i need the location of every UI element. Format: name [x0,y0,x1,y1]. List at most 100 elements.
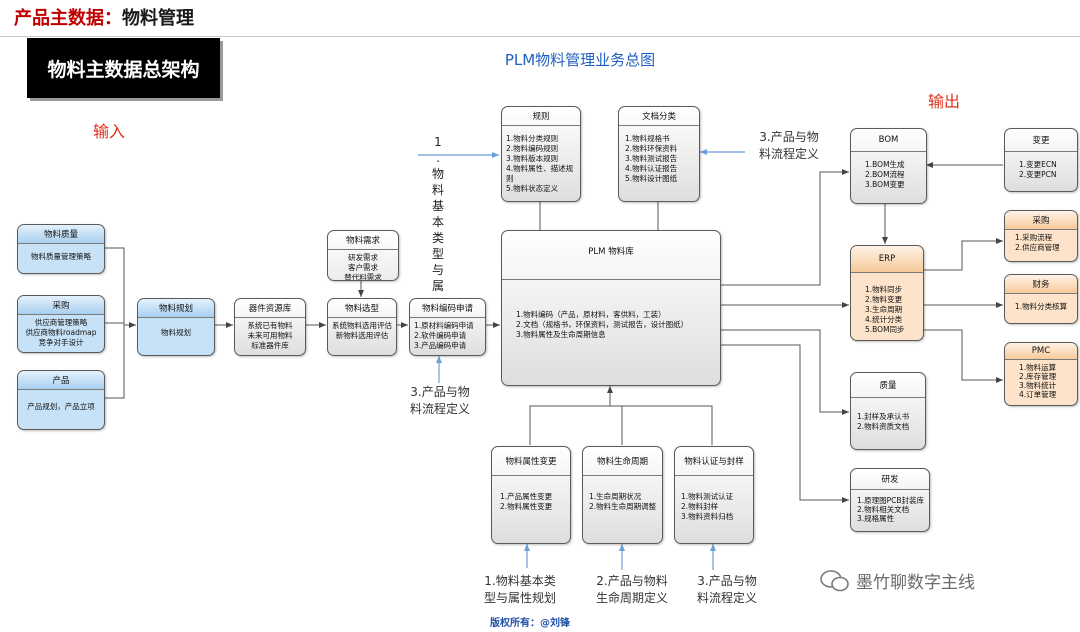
box-line: 1.生命周期状况 [589,492,642,501]
box-line: 4.物料属性、描述规则 [506,164,574,183]
annotation-code-below: 3.产品与物 料流程定义 [396,384,484,418]
lifecycle-box: 物料生命周期 1.生命周期状况 2.物料生命周期调整 [582,446,663,544]
box-line: 5.物料状态定义 [506,184,559,193]
annotation-line: 3.产品与物 [759,130,819,144]
box-line: 1.物料测试认证 [681,492,734,501]
box-title: 财务 [1005,275,1077,294]
box-line: 1.物料分类规则 [506,134,559,143]
attr-change-box: 物料属性变更 1.产品属性变更 2.物料属性变更 [491,446,571,544]
box-line: 3.产品编码申请 [414,341,467,350]
purchase-output-box: 采购 1.采购流程 2.供应商管理 [1004,210,1078,262]
demand-box: 物料需求 研发需求 客户需求 替代料需求 [327,230,399,281]
plm-library-box: PLM 物料库 1.物料编码（产品，原材料，客供料，工装） 2.文档（规格书，环… [501,230,721,386]
annotation-line: 1.物料基本类 [484,574,556,588]
page-title-prefix: 产品主数据： [14,8,122,29]
box-title: BOM [851,129,926,152]
box-title: 物料规划 [138,299,214,318]
box-line: 客户需求 [348,263,378,272]
annotation-line: 生命周期定义 [595,591,668,605]
annotation-top-right: 3.产品与物 料流程定义 [745,129,833,163]
certification-box: 物料认证与封样 1.物料测试认证 2.物料封样 3.物料资料归档 [674,446,754,544]
box-line: 2.物料资质文档 [857,422,910,431]
box-line: 1.封样及承认书 [857,412,910,421]
pmc-box: PMC 1.物料运算 2.库存管理 3.物料统计 4.订单管理 [1004,342,1078,406]
vertical-annotation-char: 1 [434,135,442,149]
page-title-suffix: 物料管理 [122,8,194,29]
box-line: 竞争对手设计 [38,338,84,347]
box-line: 2.变更PCN [1019,170,1057,179]
box-line: 1.产品属性变更 [500,492,553,501]
wechat-icon [820,569,849,591]
box-line: 2.供应商管理 [1015,243,1060,252]
vertical-annotation: 1.物料基本类型与属 [431,134,445,294]
input-box-purchase: 采购 供应商管理策略 供应商物料roadmap 竞争对手设计 [17,295,105,353]
box-line: 5.物料设计图纸 [625,174,678,183]
box-line: 2.物料环保资料 [625,144,678,153]
annotation-line: 3.产品与物 [410,385,470,399]
box-line: 3.生命周期 [865,305,903,314]
annotation-line: 2.产品与物料 [596,574,668,588]
box-line: 3.物料资料归档 [681,512,734,521]
box-line: 2.文档（规格书，环保资料，测试报告，设计图纸） [516,320,689,329]
box-line: 未来可用物料 [247,331,293,340]
box-title: 器件资源库 [235,299,305,318]
box-line: 供应商管理策略 [34,318,88,327]
annotation-line: 料流程定义 [696,591,757,605]
box-title: 物料认证与封样 [675,447,753,476]
box-title: 物料属性变更 [492,447,570,476]
vertical-annotation-char: 类 [431,231,444,245]
box-line: 供应商物料roadmap [25,328,97,337]
box-line: 2.物料生命周期调整 [589,502,657,511]
box-title: 产品 [18,371,104,390]
box-line: 2.软件编码申请 [414,331,467,340]
box-title: 采购 [1005,211,1077,230]
box-line: 2.物料编码规则 [506,144,559,153]
output-label: 输出 [928,92,961,111]
vertical-annotation-char: 基 [431,199,444,213]
box-title: PMC [1005,343,1077,360]
box-title: 变更 [1005,129,1077,152]
box-line: 1.原理图PCB封装库 [857,496,925,505]
box-title: 采购 [18,296,104,315]
box-title: 物料编码申请 [410,299,485,318]
box-line: 1.采购流程 [1015,233,1053,242]
box-line: 1.物料分类核算 [1014,302,1068,311]
page-title: 产品主数据：物料管理 [14,4,194,30]
box-title: 文档分类 [619,107,699,126]
box-line: 系统已有物料 [247,321,293,330]
annotation-line: 3.产品与物 [697,574,757,588]
box-line: 4.物料认证报告 [625,164,678,173]
box-title: 规则 [502,107,580,126]
box-line: 产品规划，产品立项 [27,402,95,411]
box-title: 物料选型 [328,299,396,318]
box-line: 3.物料统计 [1019,381,1057,390]
vertical-annotation-char: 料 [431,183,444,197]
annotation-bottom-2: 2.产品与物料 生命周期定义 [582,573,682,607]
finance-box: 财务 1.物料分类核算 [1004,274,1078,324]
box-title: 物料生命周期 [583,447,662,476]
copyright-text: 版权所有：@刘锋 [490,618,570,629]
docs-box: 文档分类 1.物料规格书 2.物料环保资料 3.物料测试报告 4.物料认证报告 … [618,106,700,202]
box-line: 3.物料属性及生命周期信息 [516,330,606,339]
box-line: 标准器件库 [251,341,289,350]
box-title: 物料需求 [328,231,398,250]
box-line: 3.规格属性 [857,514,895,523]
annotation-bottom-1: 1.物料基本类 型与属性规划 [470,573,570,607]
watermark-text: 墨竹聊数字主线 [856,573,975,593]
box-line: 2.物料封样 [681,502,719,511]
box-line: 1.物料编码（产品，原材料，客供料，工装） [516,310,666,319]
bom-box: BOM 1.BOM生成 2.BOM流程 3.BOM变更 [850,128,927,204]
box-title: 质量 [851,373,925,398]
box-line: 2.BOM流程 [865,170,905,179]
box-line: 2.物料属性变更 [500,502,553,511]
code-apply-box: 物料编码申请 1.原材料编码申请 2.软件编码申请 3.产品编码申请 [409,298,486,356]
box-line: 替代料需求 [344,273,382,281]
box-line: 1.原材料编码申请 [414,321,474,330]
vertical-annotation-char: 与 [431,263,444,277]
vertical-annotation-char: 型 [431,247,444,261]
box-line: 2.物料相关文档 [857,505,910,514]
section-heading: 物料主数据总架构 [27,38,220,98]
box-line: 物料规划 [161,328,191,337]
box-title: 物料质量 [18,225,104,244]
box-line: 3.BOM变更 [865,180,905,189]
